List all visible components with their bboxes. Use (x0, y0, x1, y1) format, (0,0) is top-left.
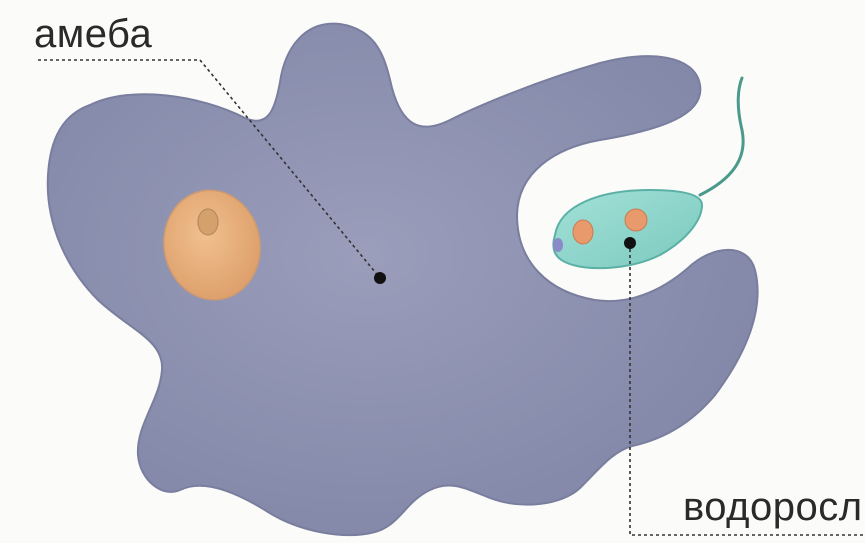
alga-spot (573, 220, 593, 244)
amoeba-pointer-dot (374, 272, 386, 284)
amoeba-body (48, 24, 758, 535)
alga-label: водоросль (683, 487, 865, 527)
nucleolus (198, 209, 218, 235)
alga-spot (625, 209, 647, 231)
alga-pointer-dot (624, 237, 636, 249)
amoeba-label: амеба (34, 14, 152, 54)
eyespot (553, 238, 563, 252)
flagellum (700, 78, 743, 195)
